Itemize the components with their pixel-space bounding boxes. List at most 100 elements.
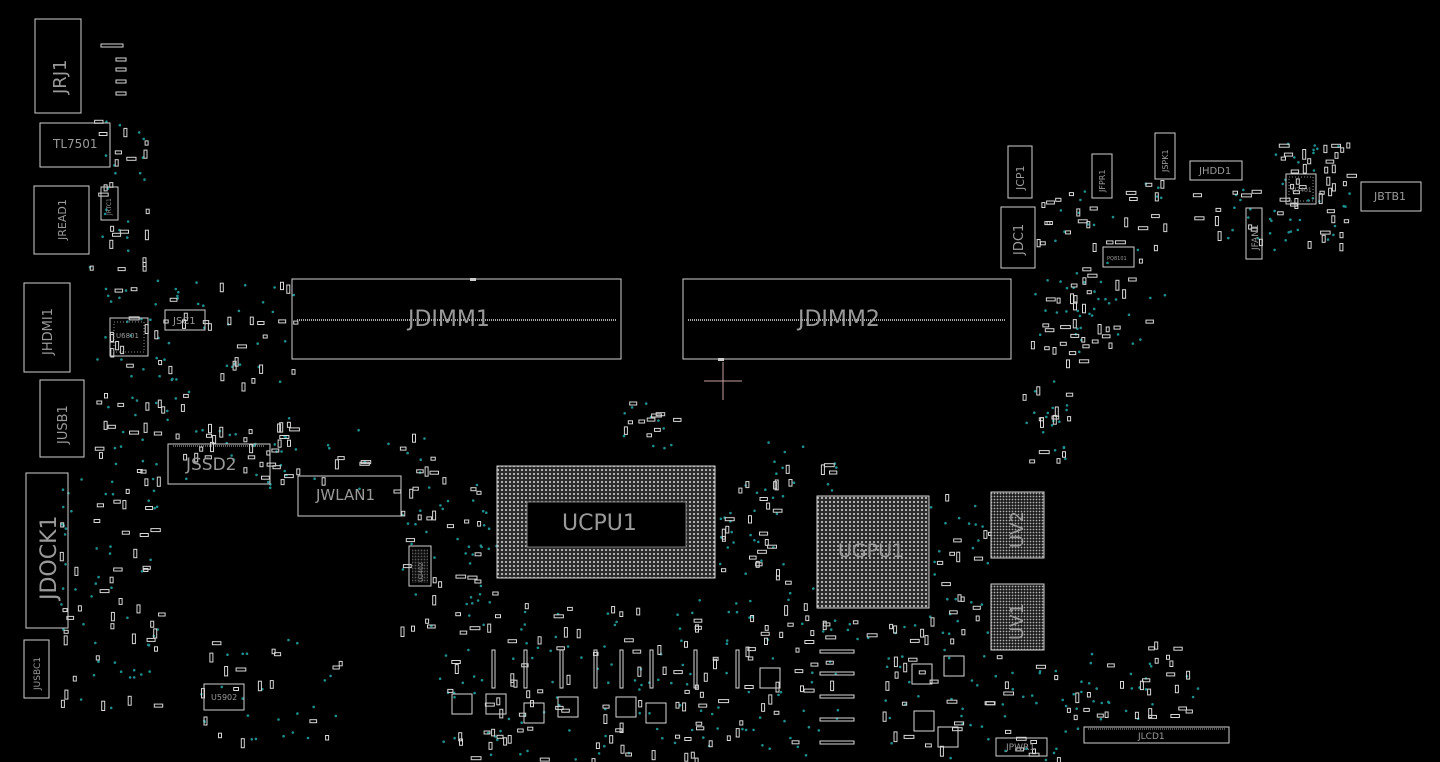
jspk1-component[interactable]: JSPK1 [1154, 132, 1176, 180]
jrj1-component[interactable]: JRJ1 [34, 18, 82, 114]
jdimm2-component[interactable]: JDIMM2 [682, 278, 1012, 361]
smd-pad [467, 575, 478, 580]
via [357, 428, 360, 432]
smd-pad [1217, 231, 1222, 242]
smd-pad [625, 752, 632, 757]
via [1159, 196, 1163, 200]
via [97, 660, 100, 663]
jbtb1-component[interactable]: JBTB1 [1360, 181, 1422, 212]
via [1052, 380, 1056, 383]
jssd2-component[interactable]: JSSD2 [167, 443, 271, 485]
via [195, 430, 198, 433]
via [670, 681, 673, 685]
smd-pad [412, 433, 416, 443]
smd-pad [985, 701, 996, 706]
smd-pad [143, 568, 149, 572]
u2402-component[interactable]: U2402 [408, 545, 432, 587]
jusb1-component[interactable]: JUSB1 [39, 379, 85, 458]
smd-pad [1066, 707, 1071, 713]
via [137, 131, 141, 134]
via [973, 504, 977, 508]
via [1111, 215, 1115, 219]
jpwr1-component[interactable]: JPWR1 [995, 737, 1048, 757]
via [283, 340, 287, 343]
smd-pad [144, 229, 149, 241]
jhdd1-component[interactable]: JHDD1 [1189, 160, 1243, 181]
smd-pad [602, 704, 610, 709]
smd-pad [885, 681, 890, 691]
via [1127, 313, 1131, 317]
jwlan1-component[interactable]: JWLAN1 [297, 475, 402, 517]
smd-pad [939, 745, 944, 757]
smd-pad [1334, 152, 1339, 159]
smd-pad [1153, 244, 1158, 252]
smd-pad [112, 232, 122, 237]
via [607, 681, 610, 684]
via [943, 648, 946, 652]
jdock1-component[interactable]: JDOCK1 [25, 472, 69, 629]
smd-pad [1070, 283, 1078, 288]
smd-pad [1290, 169, 1300, 174]
smd-pad [1331, 215, 1336, 224]
smd-pad [284, 474, 294, 479]
jusbc1-component[interactable]: JUSBC1 [23, 639, 50, 699]
via [1129, 672, 1133, 676]
smd-pad [269, 680, 274, 689]
ugpu1-component[interactable]: UGPU1 [816, 495, 930, 609]
u7401-component[interactable]: U7401 [1285, 173, 1317, 205]
jfpr1-component[interactable]: JFPR1 [1091, 153, 1113, 199]
jfan1-component[interactable]: JFAN1 [1245, 207, 1263, 260]
via [306, 736, 310, 740]
smd-pad [153, 431, 163, 436]
uv1-component[interactable]: UV1 [990, 583, 1045, 651]
via [1052, 751, 1056, 755]
smd-pad [451, 660, 461, 664]
jlcd1-component[interactable]: JLCD1 [1083, 726, 1230, 744]
via [1075, 272, 1079, 275]
smd-pad [1298, 185, 1307, 190]
smd-pad [760, 631, 770, 636]
via [478, 593, 482, 596]
smd-pad [483, 730, 491, 735]
smd-pad [1040, 241, 1046, 246]
via [811, 671, 814, 674]
smd-pad [1005, 729, 1012, 734]
pq8101-component[interactable]: PQ8101 [1102, 246, 1135, 268]
smd-pad [143, 422, 148, 433]
via [109, 706, 113, 710]
via [781, 494, 785, 498]
via [174, 287, 178, 291]
smd-pad [975, 615, 980, 622]
smd-pad [103, 420, 108, 430]
smd-pad [1082, 344, 1090, 349]
via [749, 533, 752, 537]
jsc1-component[interactable]: JSC1 [164, 309, 206, 331]
u6801-component[interactable]: U6801 [109, 317, 149, 357]
via [903, 625, 906, 629]
ucpu1-component[interactable]: UCPU1 [496, 465, 716, 579]
smd-pad [72, 675, 77, 682]
uv2-component[interactable]: UV2 [990, 491, 1045, 559]
jcp1-component[interactable]: JCP1 [1007, 145, 1033, 199]
tl7501-component[interactable]: TL7501 [39, 122, 111, 168]
u5902-component[interactable]: U5902 [203, 683, 245, 711]
jdimm1-component[interactable]: JDIMM1 [291, 278, 622, 360]
jrtc1-component[interactable]: JRTC1 [100, 186, 119, 221]
smd-pad [442, 477, 447, 485]
jhdmi1-component[interactable]: JHDMI1 [23, 282, 71, 373]
smd-pad [59, 551, 64, 562]
via [1064, 457, 1067, 461]
smd-pad [338, 660, 343, 667]
via [149, 558, 152, 562]
via [1196, 687, 1200, 690]
smd-pad [476, 490, 482, 495]
via [1004, 749, 1007, 753]
via [523, 623, 527, 626]
smd-pad [936, 560, 944, 565]
via [201, 428, 204, 432]
jread1-component[interactable]: JREAD1 [33, 185, 90, 255]
jdc1-component[interactable]: JDC1 [1000, 206, 1036, 269]
smd-pad [427, 624, 436, 629]
smd-pad [1319, 190, 1325, 195]
